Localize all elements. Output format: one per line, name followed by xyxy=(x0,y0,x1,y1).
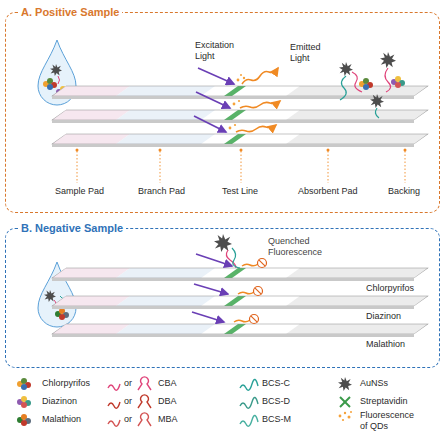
legend-text: CBA xyxy=(158,378,177,389)
part-label: Backing xyxy=(388,186,420,197)
legend-text: MBA xyxy=(158,414,178,425)
connector-word: or xyxy=(124,414,132,425)
part-label: Absorbent Pad xyxy=(298,186,358,197)
legend-text: AuNSs xyxy=(360,378,388,389)
part-label: Malathion xyxy=(366,339,405,350)
legend-text: Streptavidin xyxy=(360,396,408,407)
part-label: Excitation Light xyxy=(195,40,245,62)
connector-word: or xyxy=(124,378,132,389)
legend-text: BCS-D xyxy=(262,396,290,407)
legend-text: Diazinon xyxy=(42,396,77,407)
part-label: Test Line xyxy=(222,186,258,197)
legend-text: BCS-M xyxy=(262,414,291,425)
legend-text: Chlorpyrifos xyxy=(42,378,90,389)
legend-text: DBA xyxy=(158,396,177,407)
connector-word: or xyxy=(124,396,132,407)
legend-text: Malathion xyxy=(42,414,81,425)
part-label: Sample Pad xyxy=(55,186,104,197)
part-label: Quenched Fluorescence xyxy=(268,236,338,258)
positive-panel-art xyxy=(38,40,428,183)
part-label: Emitted Light xyxy=(290,42,330,64)
legend-text: Fluorescence of QDs xyxy=(360,410,424,432)
panel-title: B. Negative Sample xyxy=(18,221,126,235)
part-label: Diazinon xyxy=(366,311,401,322)
part-label: Branch Pad xyxy=(138,186,185,197)
part-label: Chlorpyrifos xyxy=(366,283,414,294)
negative-panel-art xyxy=(38,234,428,337)
panel-title: A. Positive Sample xyxy=(18,5,122,19)
legend-text: BCS-C xyxy=(262,378,290,389)
legend-icons xyxy=(17,377,352,426)
